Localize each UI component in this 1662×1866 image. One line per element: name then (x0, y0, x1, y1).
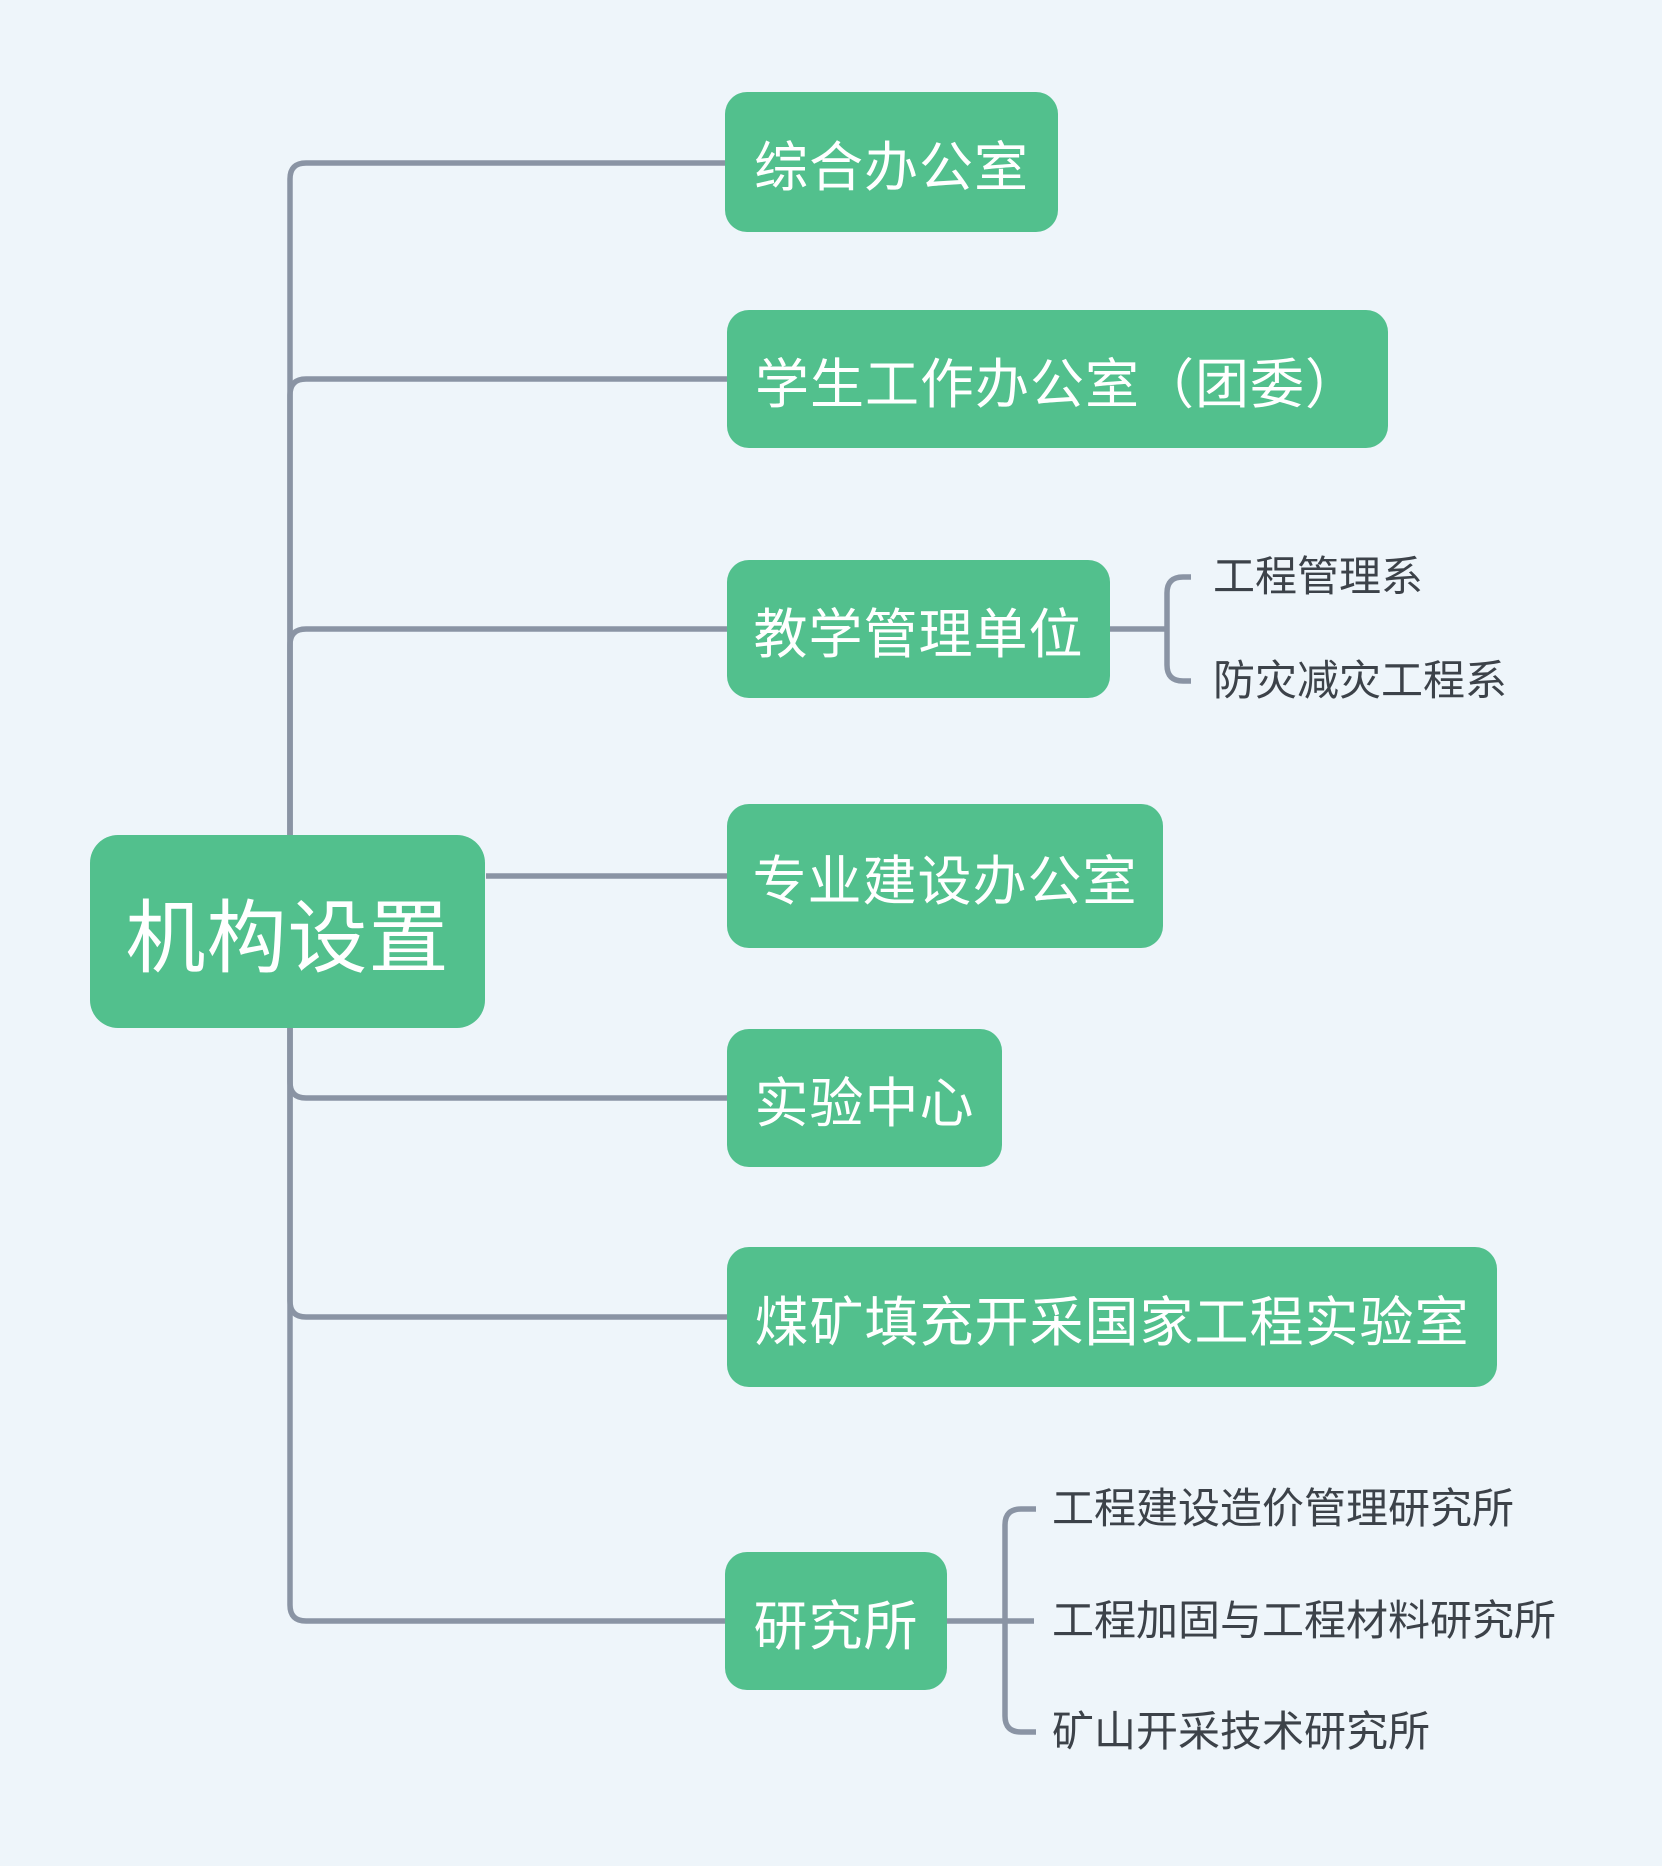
subitem-engineering-management-dept[interactable]: 工程管理系 (1213, 553, 1424, 600)
node-general-office[interactable]: 综合办公室 (725, 92, 1058, 232)
edge-teaching-unit-fork (1164, 574, 1191, 684)
edge-root-to-teaching-unit (287, 626, 729, 840)
edge-institutes-fork (1002, 1506, 1036, 1735)
subitem-construction-cost-institute[interactable]: 工程建设造价管理研究所 (1052, 1485, 1515, 1532)
edge-root-to-student-affairs (287, 376, 729, 840)
node-major-construction-office[interactable]: 专业建设办公室 (727, 804, 1163, 948)
node-teaching-management-unit[interactable]: 教学管理单位 (727, 560, 1110, 698)
edge-root-to-experiment-center (287, 1026, 729, 1101)
edge-root-to-general-office (287, 160, 727, 840)
node-coal-mine-national-lab[interactable]: 煤矿填充开采国家工程实验室 (727, 1247, 1497, 1387)
node-student-affairs-office[interactable]: 学生工作办公室（团委） (727, 310, 1388, 448)
subitem-disaster-prevention-dept[interactable]: 防灾减灾工程系 (1213, 657, 1508, 704)
node-research-institutes[interactable]: 研究所 (725, 1552, 947, 1690)
node-experiment-center[interactable]: 实验中心 (727, 1029, 1002, 1167)
root-node-organization-setup[interactable]: 机构设置 (90, 835, 485, 1028)
edge-root-to-coal-lab (287, 1026, 729, 1320)
edge-root-to-institutes (287, 1026, 727, 1624)
subitem-reinforcement-materials-institute[interactable]: 工程加固与工程材料研究所 (1052, 1597, 1557, 1644)
subitem-mining-technology-institute[interactable]: 矿山开采技术研究所 (1052, 1708, 1431, 1755)
